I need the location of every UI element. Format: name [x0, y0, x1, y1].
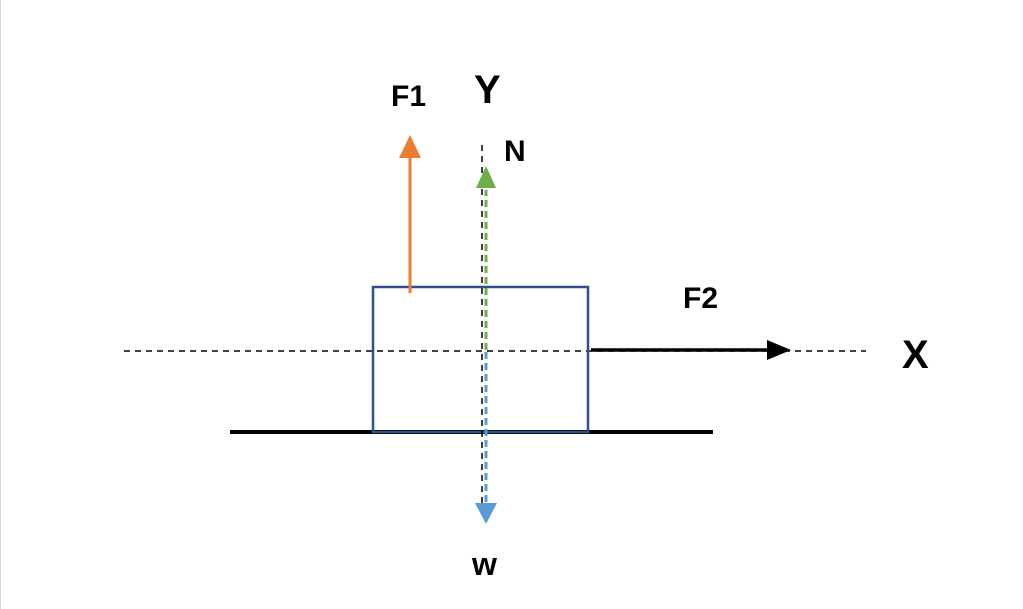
f2-label: F2 — [683, 282, 718, 315]
normal-force-arrowhead — [476, 166, 496, 188]
block — [371, 285, 590, 434]
x-axis-label: X — [902, 333, 929, 377]
f2-arrowhead — [767, 340, 791, 360]
f1-arrowhead — [399, 135, 421, 158]
f1-label: F1 — [391, 80, 426, 113]
normal-force-label: N — [504, 135, 526, 168]
weight-label: w — [471, 546, 497, 582]
y-axis-label: Y — [474, 68, 501, 112]
weight-arrowhead — [475, 503, 497, 524]
